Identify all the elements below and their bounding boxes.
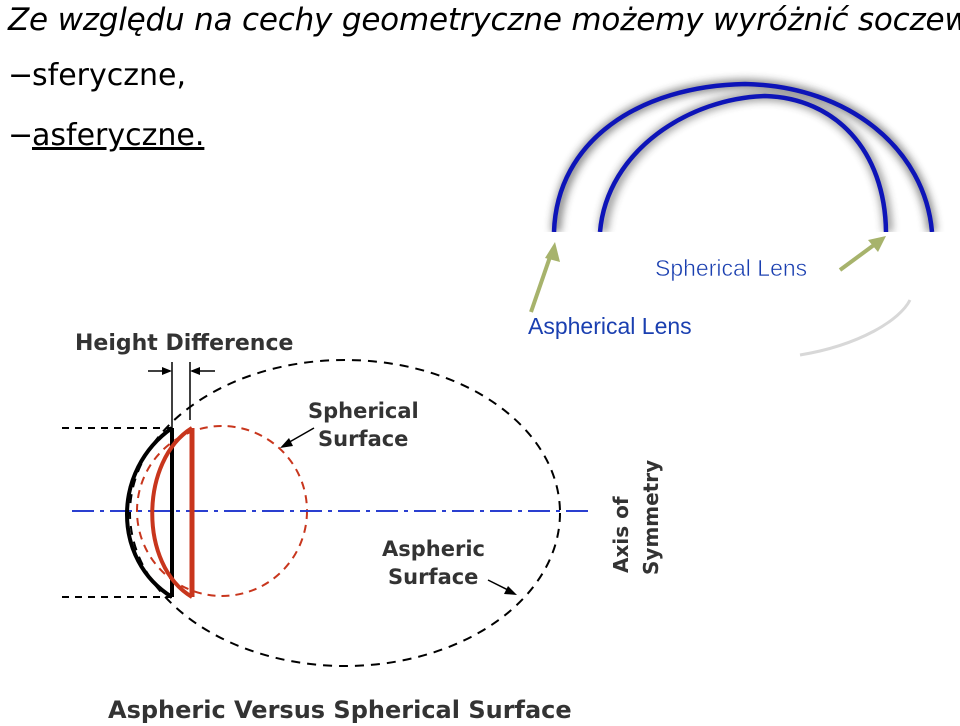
lens-reflection xyxy=(799,299,912,357)
list-item: −sferyczne, xyxy=(8,58,204,118)
aspheric-lens-profile xyxy=(125,426,174,599)
diagram-caption: Aspheric Versus Spherical Surface xyxy=(108,696,572,724)
bullet-dash: − xyxy=(8,118,34,153)
aspherical-lens-label: Aspherical Lens xyxy=(528,313,692,339)
bullet-text: asferyczne. xyxy=(32,118,205,153)
aspherical-arrow xyxy=(529,242,560,313)
spherical-lens-label: Spherical Lens xyxy=(655,255,807,281)
svg-text:Axis of: Axis of xyxy=(609,496,633,573)
aspheric-surface-pointer xyxy=(487,579,517,595)
spherical-surface-pointer xyxy=(280,427,315,448)
aspherical-lens-outline xyxy=(551,81,935,233)
height-difference-label: Height Difference xyxy=(75,331,293,356)
spherical-lens-profile xyxy=(150,426,194,599)
spherical-surface-label-line1: Spherical xyxy=(308,399,419,423)
spherical-lens-outline xyxy=(597,93,889,233)
aspheric-ellipse xyxy=(129,359,561,667)
height-difference-marker xyxy=(148,362,215,430)
spherical-arrow xyxy=(838,236,886,272)
aspheric-surface-label-line2: Surface xyxy=(388,565,478,589)
slide-title: Ze względu na cechy geometryczne możemy … xyxy=(8,2,960,38)
aspheric-surface-label-line1: Aspheric xyxy=(382,537,485,561)
bullet-dash: − xyxy=(8,58,34,93)
axis-of-symmetry-label: Axis of Symmetry xyxy=(609,460,663,575)
lens-type-list: −sferyczne, −asferyczne. xyxy=(8,58,204,178)
spherical-surface-label-line2: Surface xyxy=(318,427,408,451)
bullet-text: sferyczne, xyxy=(32,58,186,93)
svg-text:Symmetry: Symmetry xyxy=(639,460,663,575)
list-item: −asferyczne. xyxy=(8,118,204,178)
